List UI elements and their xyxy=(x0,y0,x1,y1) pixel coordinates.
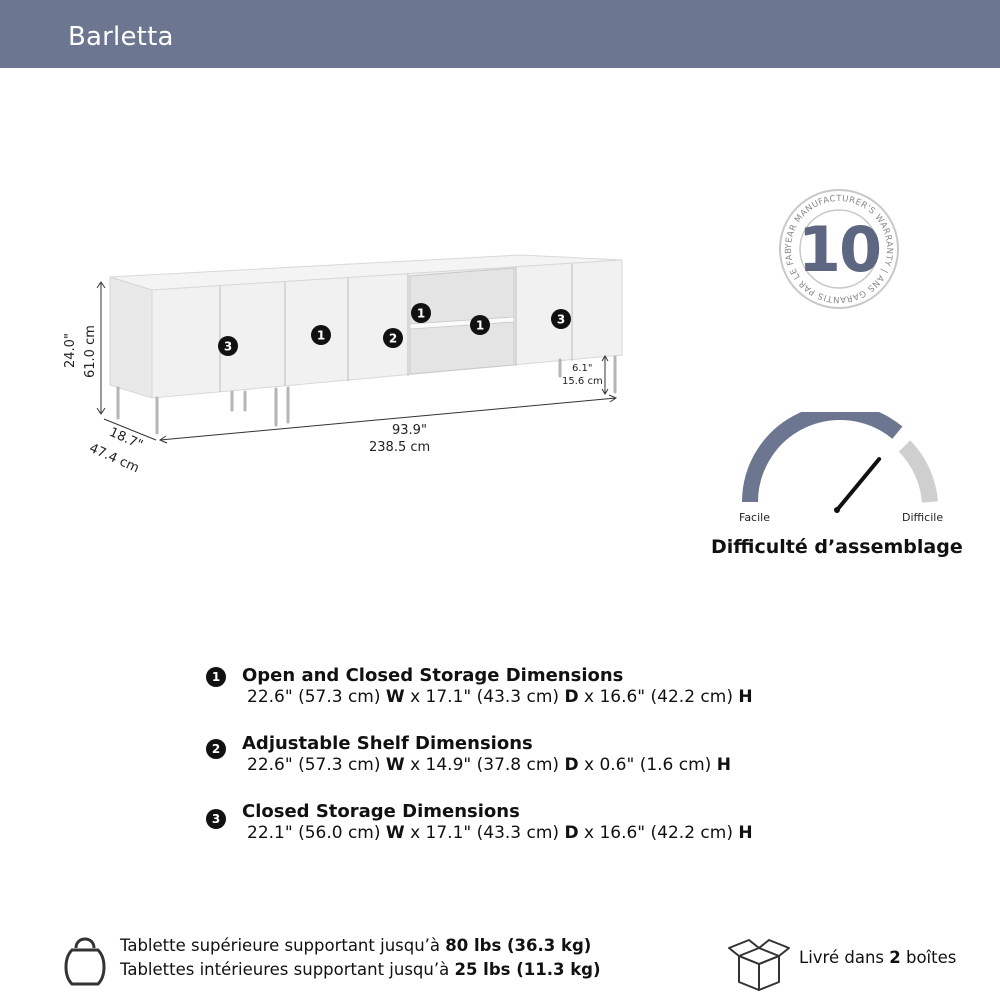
spec-badge: 2 xyxy=(206,739,226,759)
product-title: Barletta xyxy=(68,22,174,52)
cabinet-side xyxy=(109,276,153,399)
spec-title: Open and Closed Storage Dimensions xyxy=(242,665,624,686)
spec-dimensions: 22.1" (56.0 cm) W x 17.1" (43.3 cm) D x … xyxy=(247,823,753,843)
callout-text: 1 xyxy=(317,329,325,343)
spec-badge: 3 xyxy=(206,809,226,829)
height-cm-label: 61.0 cm xyxy=(83,325,98,378)
dimension-lines xyxy=(96,281,618,444)
spec-dimensions: 22.6" (57.3 cm) W x 14.9" (37.8 cm) D x … xyxy=(247,755,731,775)
width-in-label: 93.9" xyxy=(392,423,427,438)
spec-dimensions: 22.6" (57.3 cm) W x 17.1" (43.3 cm) D x … xyxy=(247,687,753,707)
callout-badge-1: 3 xyxy=(218,336,238,356)
boxes-delivered: Livré dans 2 boîtes xyxy=(799,948,957,967)
callout-badge-3: 2 xyxy=(383,328,403,348)
gauge-needle xyxy=(835,457,882,512)
top-shelf-capacity: Tablette supérieure supportant jusqu’à 8… xyxy=(120,936,592,955)
spec-title: Adjustable Shelf Dimensions xyxy=(242,733,533,754)
callout-text: 3 xyxy=(224,340,232,354)
warranty-years: 10 xyxy=(797,213,882,286)
leg-cm-label: 15.6 cm xyxy=(562,376,603,387)
width-cm-label: 238.5 cm xyxy=(369,440,431,455)
callout-badge-6: 3 xyxy=(551,309,571,329)
callout-text: 2 xyxy=(389,332,397,346)
callout-text: 3 xyxy=(557,313,565,327)
callout-badge-4: 1 xyxy=(411,303,431,323)
callout-text: 1 xyxy=(417,307,425,321)
spec-badge: 1 xyxy=(206,667,226,687)
kettlebell-icon xyxy=(64,937,106,986)
callout-badge-2: 1 xyxy=(311,325,331,345)
height-in-label: 24.0" xyxy=(63,333,78,368)
gauge-easy-label: Facile xyxy=(739,511,770,524)
gauge-light-arc xyxy=(898,440,938,503)
callout-text: 1 xyxy=(476,319,484,333)
spec-title: Closed Storage Dimensions xyxy=(242,801,520,822)
gauge-filled-arc xyxy=(742,412,903,503)
gauge-hard-label: Difficile xyxy=(902,511,944,524)
inner-shelves-capacity: Tablettes intérieures supportant jusqu’à… xyxy=(120,960,601,979)
warranty-ring: YEAR MANUFACTURER'S WARRANTY | ANS GARAN… xyxy=(774,181,899,309)
assembly-difficulty-title: Difficulté d’assemblage xyxy=(711,536,963,558)
warranty-seal: YEAR MANUFACTURER'S WARRANTY | ANS GARAN… xyxy=(774,181,900,310)
box-icon xyxy=(728,939,790,991)
difficulty-gauge xyxy=(742,412,938,513)
legs xyxy=(116,355,617,435)
leg-in-label: 6.1" xyxy=(572,363,593,374)
header-bar: Barletta xyxy=(0,0,1000,68)
callout-badge-5: 1 xyxy=(470,315,490,335)
